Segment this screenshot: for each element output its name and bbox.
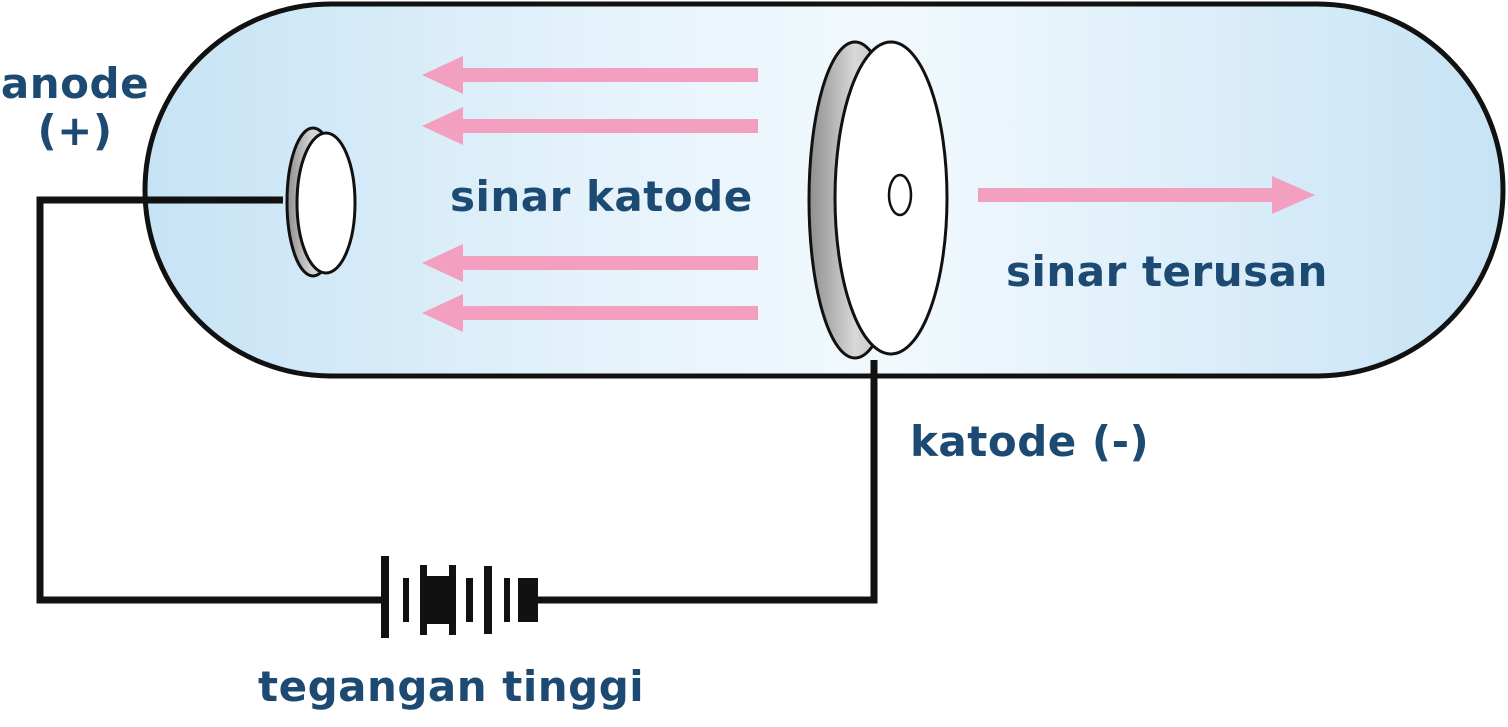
cathode-rays-label: sinar katode [450, 172, 753, 221]
circuit-wire [36, 196, 383, 604]
cathode-ray-arrows [422, 56, 758, 332]
cathode-electrode [807, 40, 949, 360]
cathode-ray-arrow [422, 56, 758, 94]
anode-polarity-text: (+) [37, 106, 113, 156]
high-voltage-label: tegangan tinggi [258, 662, 645, 711]
circuit-wire-cathode [538, 360, 878, 604]
canal-rays-label: sinar terusan [1006, 247, 1328, 296]
cathode-hole [887, 173, 913, 217]
canal-ray-arrow [978, 176, 1315, 214]
anode-label-text: anode [0, 59, 150, 108]
cathode-ray-arrow [422, 244, 758, 282]
cathode-ray-arrow [422, 107, 758, 145]
battery-icon [381, 556, 538, 638]
cathode-ray-arrow [422, 294, 758, 332]
cathode-label: katode (-) [910, 417, 1150, 466]
anode-label: anode (+) [0, 60, 150, 154]
anode-electrode [285, 126, 357, 278]
